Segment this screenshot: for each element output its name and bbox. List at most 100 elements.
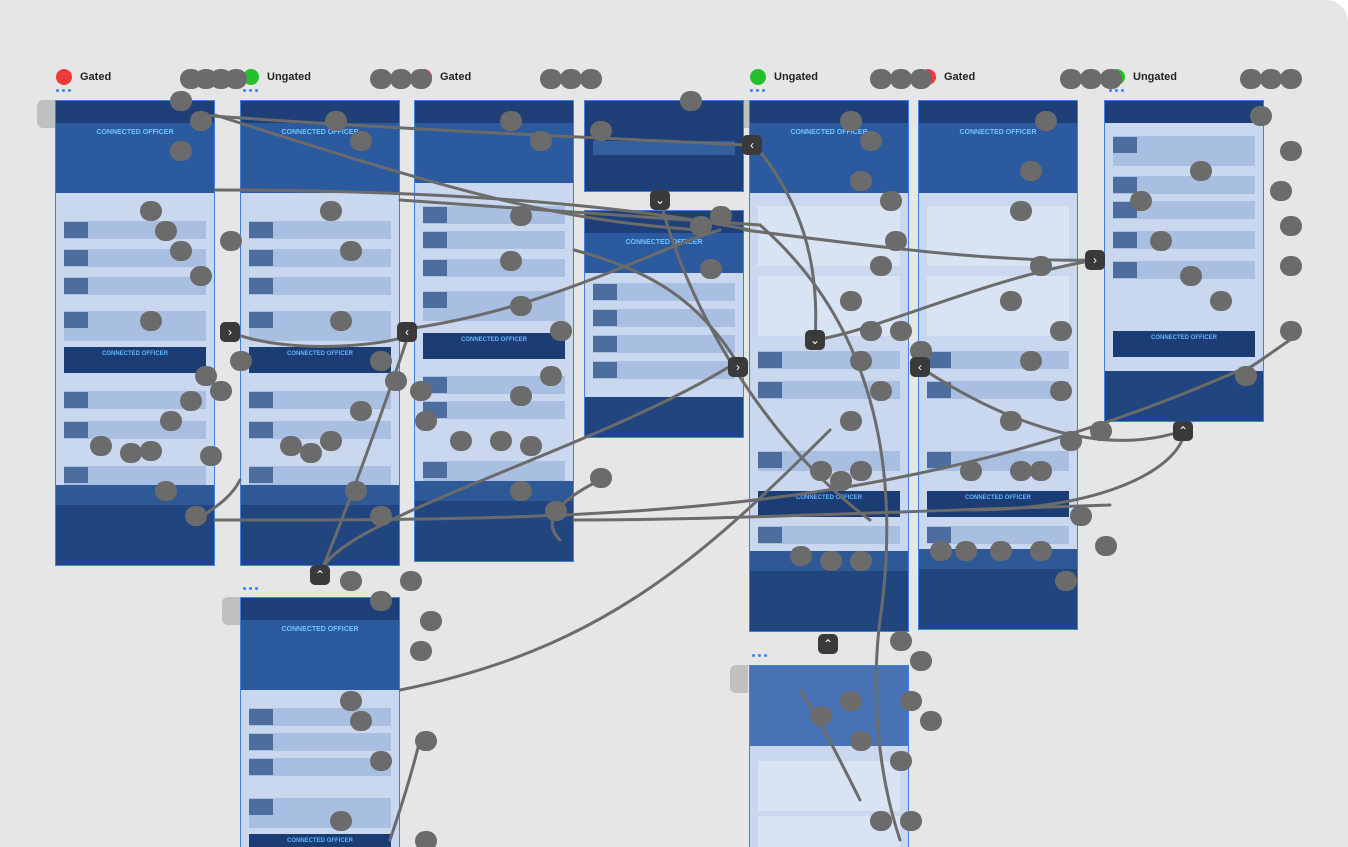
connection-node[interactable] bbox=[520, 436, 542, 456]
connection-node[interactable] bbox=[415, 831, 437, 847]
frame-handle[interactable] bbox=[37, 100, 55, 128]
chevron-up-icon[interactable]: ⌃ bbox=[1173, 421, 1193, 441]
connection-node[interactable] bbox=[580, 69, 602, 89]
connection-node[interactable] bbox=[155, 221, 177, 241]
chevron-down-icon[interactable]: ⌄ bbox=[650, 190, 670, 210]
connection-node[interactable] bbox=[880, 191, 902, 211]
connection-node[interactable] bbox=[1130, 191, 1152, 211]
connection-node[interactable] bbox=[1055, 571, 1077, 591]
connection-node[interactable] bbox=[990, 541, 1012, 561]
connection-node[interactable] bbox=[590, 121, 612, 141]
connection-node[interactable] bbox=[870, 811, 892, 831]
connection-node[interactable] bbox=[860, 131, 882, 151]
connection-node[interactable] bbox=[530, 131, 552, 151]
connection-node[interactable] bbox=[300, 443, 322, 463]
connection-node[interactable] bbox=[920, 711, 942, 731]
connection-node[interactable] bbox=[560, 69, 582, 89]
connection-node[interactable] bbox=[545, 501, 567, 521]
connection-node[interactable] bbox=[510, 481, 532, 501]
connection-node[interactable] bbox=[180, 391, 202, 411]
connection-node[interactable] bbox=[1280, 216, 1302, 236]
connection-node[interactable] bbox=[890, 631, 912, 651]
chevron-right-icon[interactable]: › bbox=[220, 322, 240, 342]
connection-node[interactable] bbox=[1035, 111, 1057, 131]
connection-node[interactable] bbox=[1180, 266, 1202, 286]
chevron-right-icon[interactable]: › bbox=[1085, 250, 1105, 270]
connection-node[interactable] bbox=[700, 259, 722, 279]
connection-node[interactable] bbox=[910, 69, 932, 89]
connection-node[interactable] bbox=[870, 381, 892, 401]
connection-node[interactable] bbox=[1080, 69, 1102, 89]
connection-node[interactable] bbox=[1000, 291, 1022, 311]
connection-node[interactable] bbox=[830, 471, 852, 491]
connection-node[interactable] bbox=[190, 111, 212, 131]
connection-node[interactable] bbox=[190, 266, 212, 286]
connection-node[interactable] bbox=[370, 751, 392, 771]
connection-node[interactable] bbox=[1050, 321, 1072, 341]
connection-node[interactable] bbox=[1210, 291, 1232, 311]
connection-node[interactable] bbox=[1280, 256, 1302, 276]
connection-node[interactable] bbox=[900, 691, 922, 711]
connection-node[interactable] bbox=[490, 431, 512, 451]
connection-node[interactable] bbox=[930, 541, 952, 561]
connection-node[interactable] bbox=[500, 251, 522, 271]
connection-node[interactable] bbox=[1060, 431, 1082, 451]
connection-node[interactable] bbox=[330, 811, 352, 831]
connection-node[interactable] bbox=[910, 341, 932, 361]
connection-node[interactable] bbox=[200, 446, 222, 466]
connection-node[interactable] bbox=[1030, 461, 1052, 481]
connection-node[interactable] bbox=[540, 366, 562, 386]
connection-node[interactable] bbox=[960, 461, 982, 481]
screen-frame-login-modal[interactable] bbox=[584, 100, 744, 192]
connection-node[interactable] bbox=[510, 386, 532, 406]
screen-frame-gated-home[interactable]: CONNECTED OFFICER CONNECTED OFFICER bbox=[55, 100, 215, 566]
connection-node[interactable] bbox=[1250, 106, 1272, 126]
connection-node[interactable] bbox=[320, 201, 342, 221]
chevron-left-icon[interactable]: ‹ bbox=[910, 357, 930, 377]
connection-node[interactable] bbox=[810, 461, 832, 481]
chevron-up-icon[interactable]: ⌃ bbox=[310, 565, 330, 585]
connection-node[interactable] bbox=[680, 91, 702, 111]
connection-node[interactable] bbox=[325, 111, 347, 131]
connection-node[interactable] bbox=[710, 206, 732, 226]
connection-node[interactable] bbox=[955, 541, 977, 561]
connection-node[interactable] bbox=[350, 131, 372, 151]
connection-node[interactable] bbox=[340, 241, 362, 261]
connection-node[interactable] bbox=[185, 506, 207, 526]
connection-node[interactable] bbox=[550, 321, 572, 341]
connection-node[interactable] bbox=[910, 651, 932, 671]
connection-node[interactable] bbox=[120, 443, 142, 463]
connection-node[interactable] bbox=[590, 468, 612, 488]
connection-node[interactable] bbox=[885, 231, 907, 251]
connection-node[interactable] bbox=[850, 461, 872, 481]
connection-node[interactable] bbox=[450, 431, 472, 451]
connection-node[interactable] bbox=[790, 546, 812, 566]
connection-node[interactable] bbox=[140, 441, 162, 461]
connection-node[interactable] bbox=[370, 351, 392, 371]
connection-node[interactable] bbox=[420, 611, 442, 631]
connection-node[interactable] bbox=[350, 401, 372, 421]
connection-node[interactable] bbox=[370, 69, 392, 89]
connection-node[interactable] bbox=[510, 206, 532, 226]
connection-node[interactable] bbox=[840, 411, 862, 431]
connection-node[interactable] bbox=[850, 731, 872, 751]
connection-node[interactable] bbox=[840, 691, 862, 711]
connection-node[interactable] bbox=[890, 751, 912, 771]
connection-node[interactable] bbox=[345, 481, 367, 501]
connection-node[interactable] bbox=[1050, 381, 1072, 401]
connection-node[interactable] bbox=[1030, 256, 1052, 276]
chevron-left-icon[interactable]: ‹ bbox=[742, 135, 762, 155]
connection-node[interactable] bbox=[850, 351, 872, 371]
connection-node[interactable] bbox=[385, 371, 407, 391]
chevron-up-icon[interactable]: ⌃ bbox=[818, 634, 838, 654]
connection-node[interactable] bbox=[1280, 141, 1302, 161]
connection-node[interactable] bbox=[1070, 506, 1092, 526]
connection-node[interactable] bbox=[500, 111, 522, 131]
connection-node[interactable] bbox=[140, 201, 162, 221]
connection-node[interactable] bbox=[340, 691, 362, 711]
connection-node[interactable] bbox=[510, 296, 532, 316]
connection-node[interactable] bbox=[410, 69, 432, 89]
connection-node[interactable] bbox=[1235, 366, 1257, 386]
connection-node[interactable] bbox=[870, 256, 892, 276]
connection-node[interactable] bbox=[350, 711, 372, 731]
